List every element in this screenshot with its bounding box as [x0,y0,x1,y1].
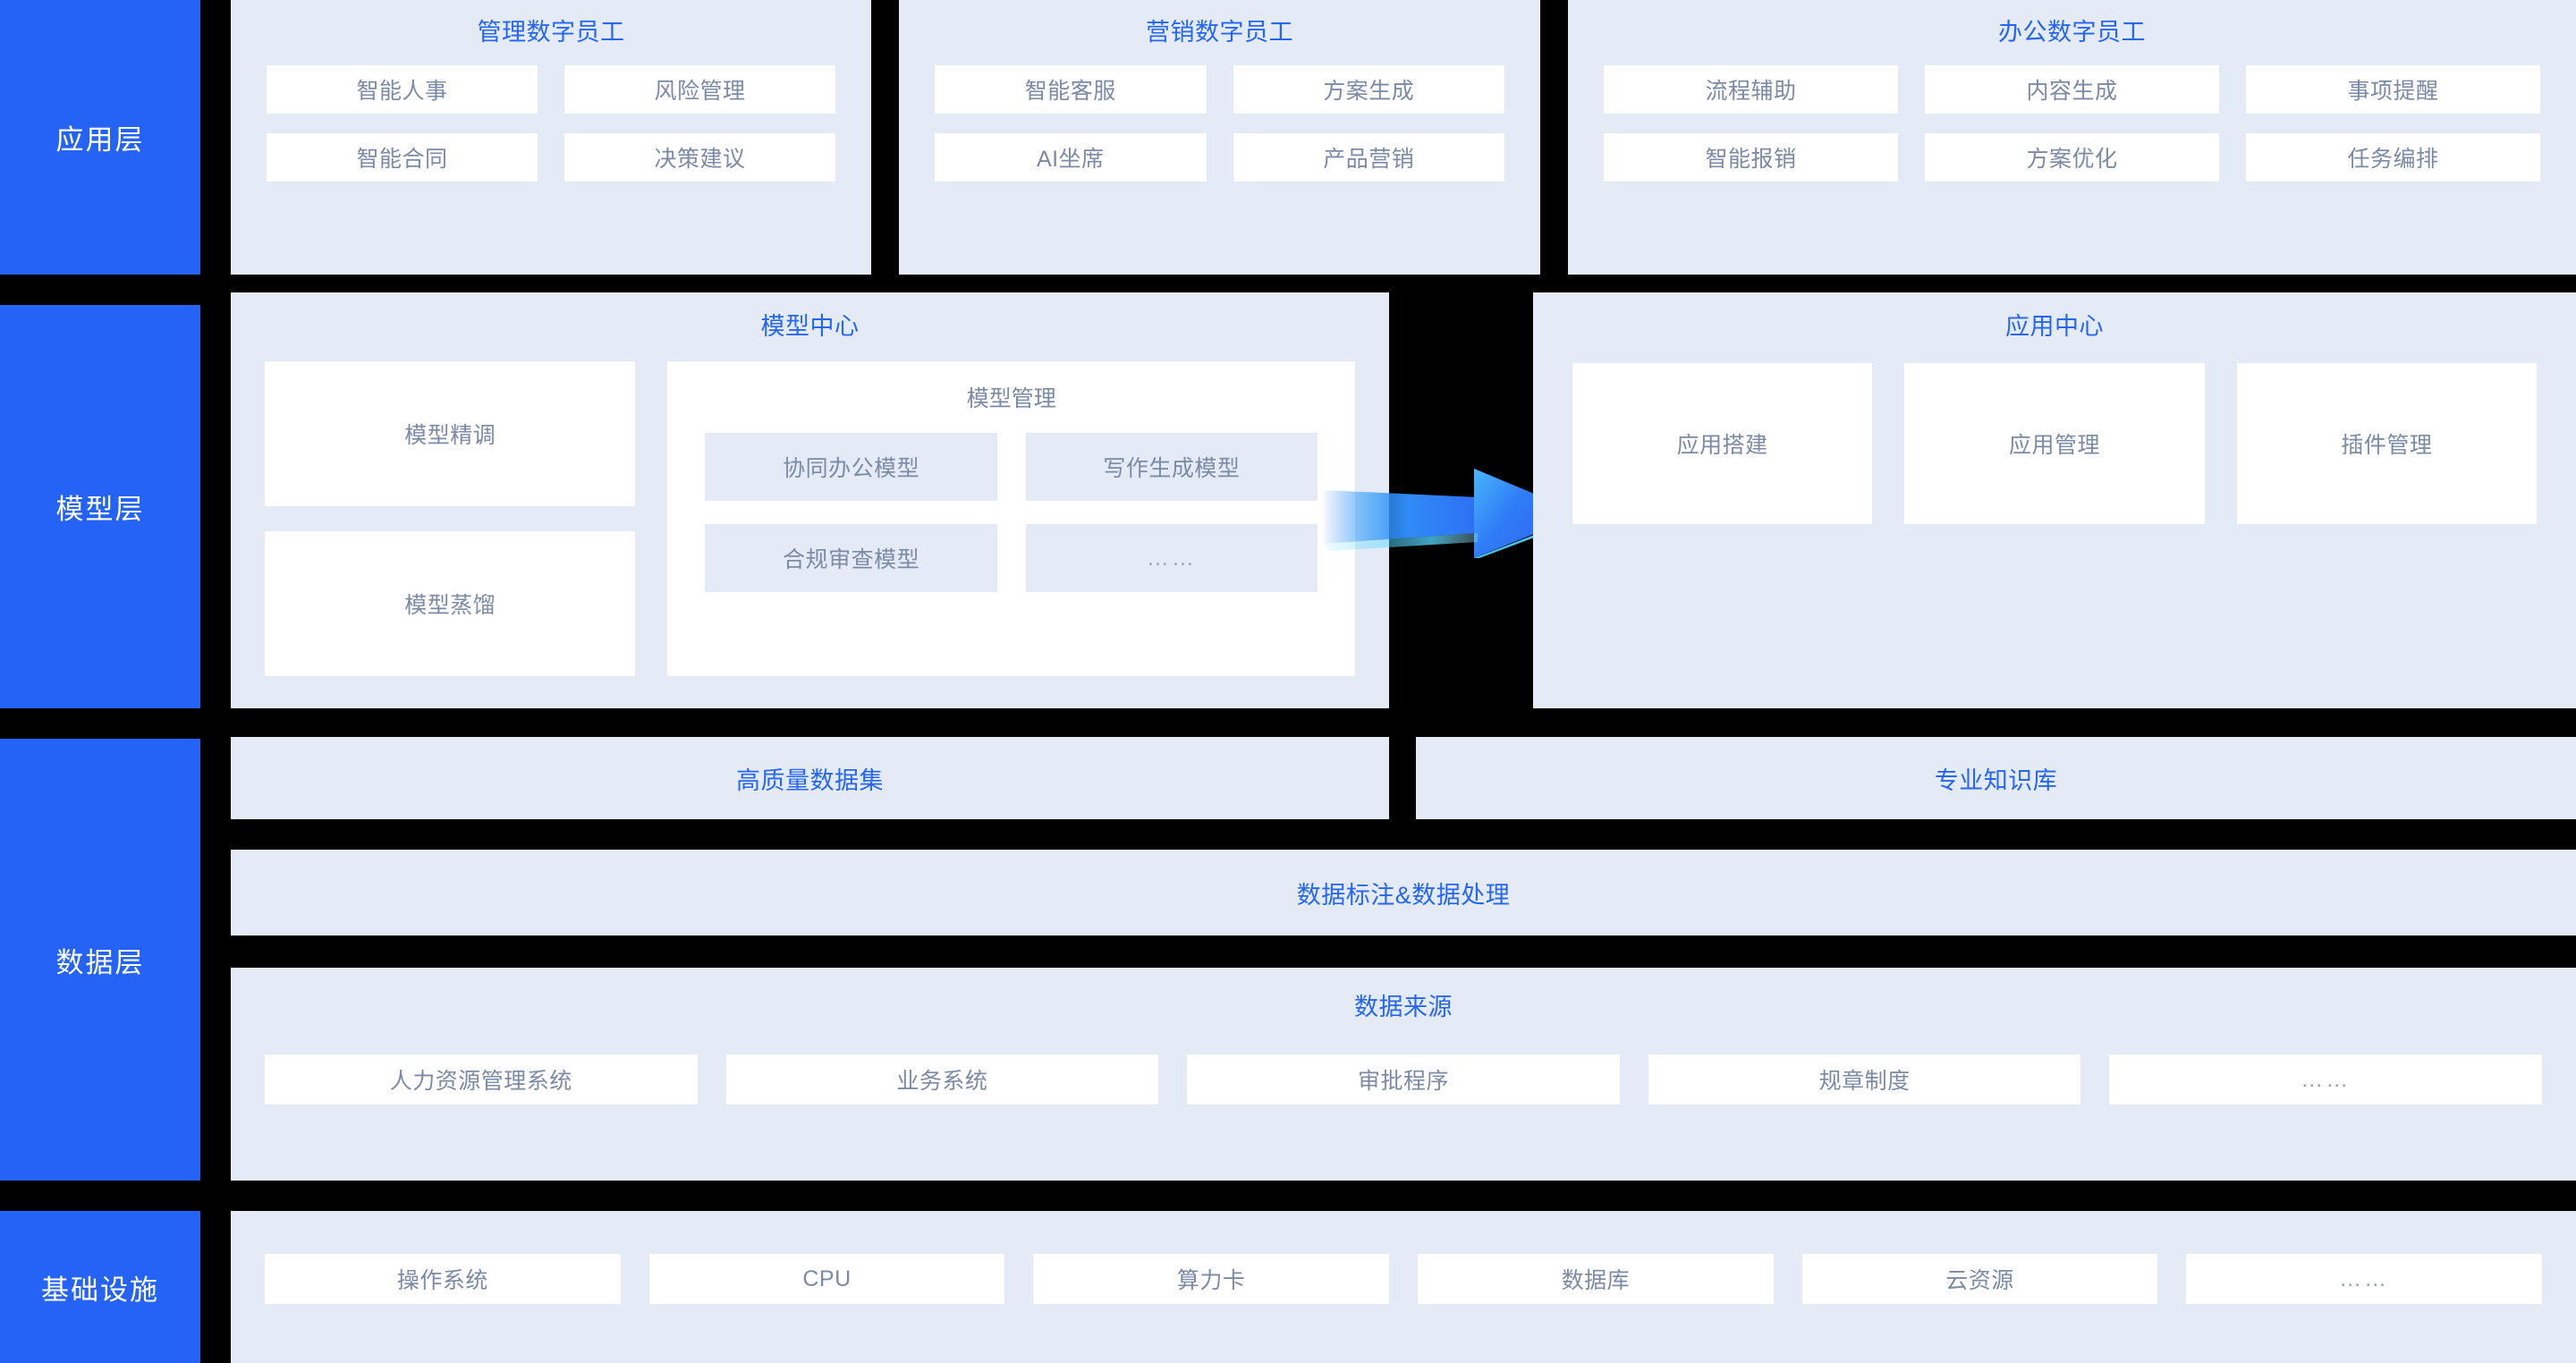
application-center-title: 应用中心 [2005,313,2104,340]
model-center-panel: 模型中心 模型精调 模型蒸馏 模型管理 协同办公模型 写作生成模型 合规审查模型… [231,292,1389,708]
model-management-tile[interactable]: 协同办公模型 [705,433,997,501]
app-tile[interactable]: 风险管理 [564,65,835,114]
infrastructure-tile[interactable]: 数据库 [1417,1254,1774,1304]
model-center-left-column: 模型精调 模型蒸馏 [265,361,636,676]
app-tile[interactable]: 智能报销 [1604,133,1898,182]
data-source-tiles: 人力资源管理系统 业务系统 审批程序 规章制度 …… [265,1054,2542,1105]
data-source-tile[interactable]: 规章制度 [1648,1054,2081,1105]
infrastructure-tiles: 操作系统 CPU 算力卡 数据库 云资源 …… [265,1254,2542,1304]
app-tile[interactable]: 决策建议 [564,133,835,182]
application-center-tiles: 应用搭建 应用管理 插件管理 [1572,363,2537,524]
app-tile[interactable]: 方案生成 [1233,65,1504,114]
application-center-tile[interactable]: 应用搭建 [1572,363,1873,524]
app-tile[interactable]: 事项提醒 [2246,65,2540,114]
data-source-title: 数据来源 [1354,994,1453,1020]
dataset-panel-title: 专业知识库 [1934,766,2058,794]
infrastructure-panel: 操作系统 CPU 算力卡 数据库 云资源 …… [231,1211,2576,1363]
data-processing-panel[interactable]: 数据标注&数据处理 [231,850,2576,935]
infrastructure-tile[interactable]: 操作系统 [265,1254,621,1304]
group-title: 营销数字员工 [1146,19,1293,46]
app-tile[interactable]: AI坐席 [935,133,1207,182]
app-tile[interactable]: 产品营销 [1233,133,1504,182]
group-tiles: 智能人事 风险管理 智能合同 决策建议 [267,65,835,182]
layer-label-model: 模型层 [0,305,200,708]
model-management-tile[interactable]: 写作生成模型 [1025,433,1318,501]
data-source-tile[interactable]: 人力资源管理系统 [265,1054,698,1105]
layer-label-text: 模型层 [55,494,145,525]
application-center-tile[interactable]: 应用管理 [1904,363,2205,524]
app-tile[interactable]: 内容生成 [1925,65,2219,114]
app-tile[interactable]: 方案优化 [1925,133,2219,182]
app-tile[interactable]: 流程辅助 [1604,65,1898,114]
model-tile[interactable]: 模型精调 [265,361,636,506]
data-source-panel: 数据来源 人力资源管理系统 业务系统 审批程序 规章制度 …… [231,968,2576,1181]
app-tile[interactable]: 智能人事 [267,65,538,114]
model-management-tile-more[interactable]: …… [1025,524,1318,592]
data-source-tile[interactable]: 业务系统 [725,1054,1159,1105]
app-tile[interactable]: 智能合同 [267,133,538,182]
data-source-tile[interactable]: 审批程序 [1187,1054,1620,1105]
layer-label-application: 应用层 [0,0,200,275]
model-center-body: 模型精调 模型蒸馏 模型管理 协同办公模型 写作生成模型 合规审查模型 …… [265,361,1355,676]
infrastructure-tile[interactable]: 云资源 [1801,1254,2158,1304]
app-tile[interactable]: 任务编排 [2246,133,2540,182]
data-source-tile-more[interactable]: …… [2109,1054,2542,1105]
group-panel-office-digital-staff: 办公数字员工 流程辅助 内容生成 事项提醒 智能报销 方案优化 任务编排 [1568,0,2576,275]
application-center-tile[interactable]: 插件管理 [2236,363,2537,524]
model-management-panel: 模型管理 协同办公模型 写作生成模型 合规审查模型 …… [667,361,1355,676]
infrastructure-tile[interactable]: 算力卡 [1033,1254,1389,1304]
app-tile[interactable]: 智能客服 [935,65,1207,114]
group-panel-management-digital-staff: 管理数字员工 智能人事 风险管理 智能合同 决策建议 [231,0,871,275]
group-title: 管理数字员工 [477,19,625,46]
layer-label-text: 应用层 [55,124,145,156]
layer-label-infrastructure: 基础设施 [0,1211,200,1363]
model-management-title: 模型管理 [966,386,1056,411]
infrastructure-tile-more[interactable]: …… [2186,1254,2542,1304]
layer-label-text: 数据层 [55,946,145,978]
data-processing-title: 数据标注&数据处理 [1296,881,1511,909]
application-center-panel: 应用中心 应用搭建 应用管理 插件管理 [1533,292,2576,708]
layer-label-text: 基础设施 [41,1274,159,1306]
model-management-tiles: 协同办公模型 写作生成模型 合规审查模型 …… [705,433,1318,592]
group-title: 办公数字员工 [1998,19,2146,46]
model-tile[interactable]: 模型蒸馏 [265,531,636,676]
layer-label-data: 数据层 [0,739,200,1181]
group-tiles: 智能客服 方案生成 AI坐席 产品营销 [935,65,1504,182]
group-panel-marketing-digital-staff: 营销数字员工 智能客服 方案生成 AI坐席 产品营销 [899,0,1540,275]
model-center-title: 模型中心 [760,313,860,340]
infrastructure-tile[interactable]: CPU [648,1254,1005,1304]
dataset-panel-knowledge-base[interactable]: 专业知识库 [1416,737,2576,819]
group-tiles: 流程辅助 内容生成 事项提醒 智能报销 方案优化 任务编排 [1604,65,2540,182]
model-management-tile[interactable]: 合规审查模型 [705,524,997,592]
dataset-panel-title: 高质量数据集 [736,766,884,794]
dataset-panel-high-quality[interactable]: 高质量数据集 [231,737,1389,819]
